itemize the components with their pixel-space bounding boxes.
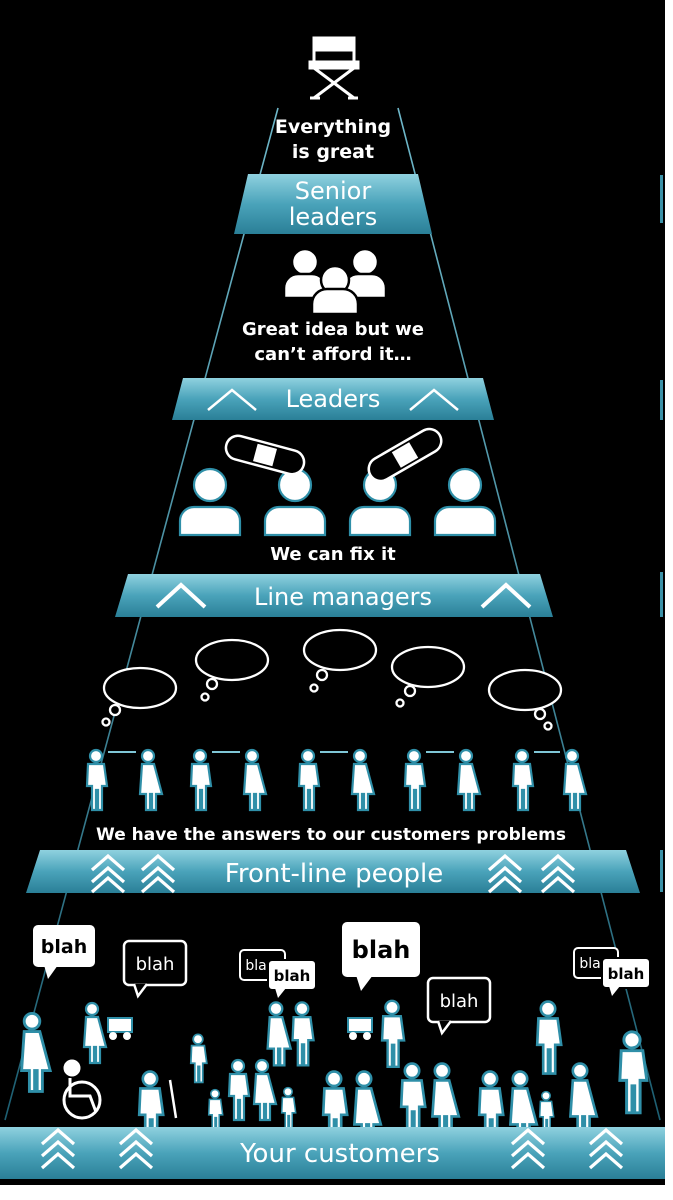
person-icon — [350, 748, 376, 812]
director-chair-icon — [308, 36, 360, 100]
person-icon — [569, 1062, 599, 1137]
person-icon — [511, 748, 535, 812]
person-icon — [399, 1062, 427, 1137]
customers-crowd — [20, 999, 649, 1145]
person-icon — [242, 748, 268, 812]
thought-cloud-icon — [390, 645, 466, 708]
team-with-plasters — [178, 427, 497, 537]
bubble-text: blah — [440, 991, 479, 1012]
caption-leaders-line-1: Great idea but we — [242, 319, 424, 340]
person-icon — [403, 748, 427, 812]
band-senior-leaders — [234, 174, 432, 234]
band-senior-leaders-line-1: Senior — [295, 177, 372, 205]
arrow-up-icon — [480, 582, 532, 609]
bubble-text: blah — [352, 936, 411, 964]
person-icon — [207, 1088, 224, 1133]
person-icon — [263, 467, 327, 537]
bubble-text-partial: bla — [245, 958, 266, 974]
person-icon — [535, 1000, 563, 1075]
thought-cloud-icon — [194, 638, 270, 702]
band-leaders-label: Leaders — [286, 385, 381, 413]
person-icon — [433, 467, 497, 537]
arrow-up-icon — [207, 388, 257, 411]
bubble-text: blah — [136, 954, 175, 975]
speech-bubble-icon: blah — [33, 925, 95, 979]
bubble-text: blah — [608, 965, 645, 983]
caption-top-line-2: is great — [292, 141, 374, 163]
frontline-pairs — [85, 748, 588, 812]
person-icon — [456, 748, 482, 812]
speech-bubble-icon: blah — [426, 976, 492, 1036]
band-line-managers — [115, 574, 553, 617]
person-icon — [380, 999, 406, 1069]
band-senior-leaders-line-2: leaders — [289, 203, 378, 231]
arrow-up-icon — [409, 388, 459, 411]
pram-icon — [347, 1017, 373, 1040]
speech-bubble-icon: bla blah — [573, 947, 651, 996]
person-icon — [178, 467, 242, 537]
band-frontline-label: Front-line people — [225, 859, 443, 889]
group-people-icon — [282, 247, 388, 316]
person-icon — [252, 1058, 278, 1122]
person-icon — [138, 748, 164, 812]
person-icon — [618, 1030, 649, 1115]
person-icon — [227, 1058, 251, 1122]
thought-cloud-icon — [302, 628, 378, 693]
bubble-text: blah — [274, 967, 311, 985]
speech-bubble-icon: blah — [342, 922, 420, 991]
band-customers-label: Your customers — [239, 1139, 440, 1169]
thought-clouds — [101, 628, 563, 731]
caption-top-line-1: Everything — [275, 116, 391, 138]
speech-bubble-icon: blah — [122, 939, 188, 999]
band-line-managers-label: Line managers — [254, 583, 432, 611]
speech-bubbles: blah blah bla blah blah blah bla — [33, 922, 651, 1036]
caption-line-managers: We can fix it — [270, 544, 396, 565]
caption-frontline: We have the answers to our customers pro… — [96, 825, 566, 845]
plaster-icon — [367, 427, 443, 483]
pram-icon — [107, 1017, 133, 1040]
person-icon — [291, 1001, 315, 1067]
person-icon — [189, 1033, 208, 1084]
person-icon — [189, 748, 213, 812]
band-frontline-people — [26, 850, 640, 893]
speech-bubble-icon: bla blah — [239, 949, 317, 998]
person-icon — [297, 748, 321, 812]
band-customers — [0, 1127, 665, 1179]
arrow-up-icon — [155, 582, 207, 609]
bubble-text-partial: bla — [579, 956, 600, 972]
person-icon — [280, 1086, 297, 1131]
thought-cloud-icon — [487, 668, 563, 731]
thought-cloud-icon — [101, 666, 178, 727]
plaster-icon — [224, 434, 306, 476]
person-icon — [562, 748, 588, 812]
caption-leaders-line-2: can’t afford it… — [254, 344, 411, 365]
band-leaders — [172, 378, 494, 420]
bubble-text: blah — [41, 936, 87, 958]
person-icon — [431, 1062, 461, 1137]
person-icon — [85, 748, 109, 812]
person-icon — [82, 1001, 108, 1065]
person-icon — [266, 1001, 292, 1067]
person-icon — [20, 1011, 52, 1093]
wheelchair-icon — [62, 1059, 102, 1120]
